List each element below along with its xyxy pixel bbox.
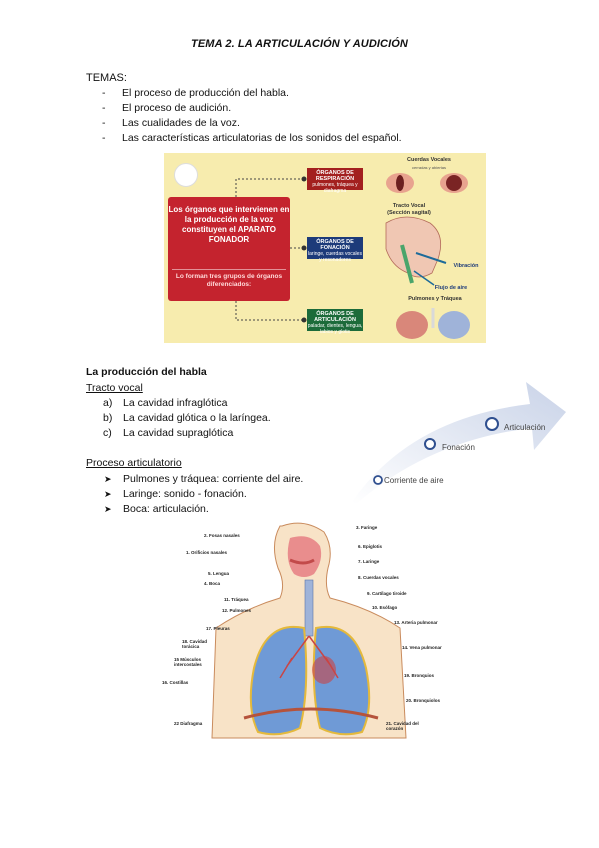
arrow-bullet-icon: ➤ [104,489,112,499]
respiratory-anatomy-illustration: 2. Fosas nasales 1. Orificios nasales 5.… [162,520,452,740]
anatomy-label: 19. Bronquios [404,673,435,678]
anatomy-label: 7. Laringe [358,559,380,564]
anatomy-label: 15 Músculos intercostales [174,657,202,667]
logo-icon [174,163,198,187]
organs-respiration-box: ÓRGANOS DE RESPIRACIÓN pulmones, tráquea… [307,168,363,194]
aparato-fonador-infographic: Los órganos que intervienen en la produc… [164,153,486,343]
list-item: a)La cavidad infraglótica [103,397,228,409]
anatomy-drawing [211,522,407,739]
vocal-cords-sublabel: cerradas y abiertas [411,165,446,170]
list-item: c)La cavidad supraglótica [103,427,234,439]
anatomy-label: 10. Esófago [372,605,398,610]
anatomy-label: 21. Cavidad del corazón [386,721,419,731]
anatomy-label: 9. Cartílago tiroide [367,591,407,596]
section-title: La producción del habla [86,366,207,378]
lungs-trachea-label: Pulmones y Tráquea [408,296,462,302]
main-statement: Los órganos que intervienen en la produc… [168,205,290,244]
anatomy-label: 20. Bronquiolos [406,698,441,703]
anatomy-label: 13. Arteria pulmonar [394,620,438,625]
anatomy-label: 16. Costillas [162,680,189,685]
aparato-fonador-box: Los órganos que intervienen en la produc… [168,197,290,301]
anatomy-label: 6. Epiglotis [358,544,383,549]
anatomy-label: 14. Vena pulmonar [402,645,442,650]
list-item: ➤Laringe: sonido - fonación. [104,488,247,500]
proceso-articulatorio-heading: Proceso articulatorio [86,457,182,469]
anatomy-label: 12. Pulmones [222,608,252,613]
anatomy-label: 17. Pleuras [206,626,230,631]
airflow-label: Flujo de aire [434,285,468,291]
anatomy-label: 8. Cuerdas vocales [358,575,399,580]
list-item: Las características articulatorias de lo… [102,131,402,146]
organs-articulation-box: ÓRGANOS DE ARTICULACIÓN paladar, dientes… [307,309,363,335]
connector-lines [235,173,470,339]
anatomy-label: 11. Tráquea [224,597,249,602]
sub-statement: Lo forman tres grupos de órganos diferen… [172,269,286,289]
anatomy-label: 22 Diafragma [174,721,203,726]
vocal-cords-label: Cuerdas Vocales [407,157,451,163]
anatomy-label: 5. Lengua [208,571,230,576]
proceso-articulatorio-list: ➤Pulmones y tráquea: corriente del aire.… [104,472,303,517]
anatomy-label: 3. Faringe [356,525,378,530]
arrow-bullet-icon: ➤ [104,474,112,484]
topics-list: El proceso de producción del habla. El p… [102,86,402,146]
tracto-vocal-list: a)La cavidad infraglótica b)La cavidad g… [103,396,271,441]
step-label: Fonación [442,443,475,452]
list-item: Las cualidades de la voz. [102,116,402,131]
list-item: El proceso de producción del habla. [102,86,402,101]
step-label: Corriente de aire [384,476,444,485]
step-label: Articulación [504,423,546,432]
process-arrow-diagram: Corriente de aire Fonación Articulación [350,378,570,506]
list-item: ➤Boca: articulación. [104,503,209,515]
anatomy-label: 4. Boca [204,581,221,586]
vocal-tract-sublabel: (Sección sagital) [387,210,431,216]
anatomy-label: 1. Orificios nasales [186,550,228,555]
temas-label: TEMAS: [86,72,127,84]
anatomy-label: 18. Cavidad torácica [182,639,208,649]
list-item: El proceso de audición. [102,101,402,116]
vocal-tract-label: Tracto Vocal [392,203,426,209]
anatomy-label: 2. Fosas nasales [204,533,240,538]
list-item: ➤Pulmones y tráquea: corriente del aire. [104,473,304,485]
document-title: TEMA 2. LA ARTICULACIÓN Y AUDICIÓN [191,38,408,50]
curved-arrow-icon [352,382,566,504]
organs-phonation-box: ÓRGANOS DE FONACIÓN laringe, cuerdas voc… [307,237,363,263]
arrow-bullet-icon: ➤ [104,504,112,514]
vibration-label: Vibración [453,263,479,269]
list-item: b)La cavidad glótica o la laríngea. [103,412,271,424]
tracto-vocal-heading: Tracto vocal [86,382,143,394]
